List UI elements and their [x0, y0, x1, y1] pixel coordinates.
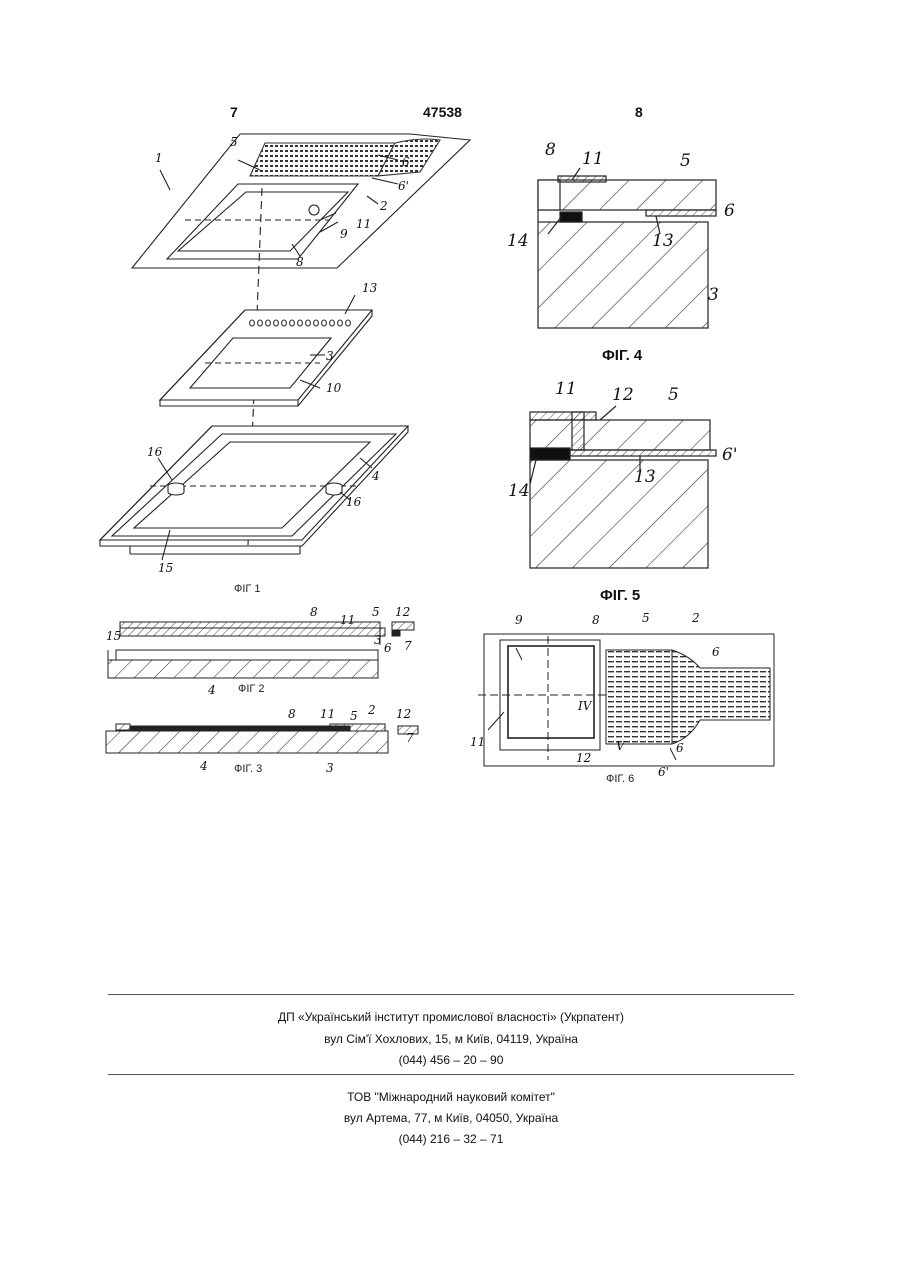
- figure-3: [106, 724, 418, 753]
- svg-text:8: 8: [545, 140, 556, 160]
- fig1-ref-16b: 16: [346, 495, 362, 509]
- svg-text:3: 3: [374, 633, 382, 647]
- fig1-ref-1: 1: [155, 151, 163, 165]
- svg-text:13: 13: [652, 231, 674, 251]
- svg-text:6: 6: [676, 741, 684, 755]
- svg-text:12: 12: [576, 751, 591, 765]
- fig1-ref-2: 2: [379, 199, 388, 213]
- svg-text:11: 11: [470, 735, 485, 749]
- fig1-caption: ФІГ 1: [234, 583, 261, 595]
- svg-text:6': 6': [658, 765, 669, 779]
- svg-text:7: 7: [404, 639, 412, 653]
- figure-4: [538, 168, 716, 328]
- svg-text:14: 14: [508, 481, 530, 501]
- svg-text:12: 12: [396, 707, 411, 721]
- svg-text:8: 8: [310, 605, 318, 619]
- figure-5: [530, 406, 716, 568]
- fig3-caption: ФІГ. 3: [234, 763, 262, 775]
- fig1-ref-16a: 16: [147, 445, 163, 459]
- svg-text:11: 11: [582, 149, 604, 169]
- svg-text:5: 5: [372, 605, 380, 619]
- svg-text:4: 4: [199, 759, 208, 773]
- footer-rule-middle: [108, 1074, 794, 1075]
- fig1-ref-5: 5: [230, 135, 238, 149]
- fig1-ref-6prime: 6': [398, 179, 409, 193]
- figure-2: [108, 622, 414, 678]
- fig1-ref-8: 8: [296, 255, 304, 269]
- fig1-ref-11: 11: [356, 217, 371, 231]
- svg-text:11: 11: [555, 379, 577, 399]
- fig4-caption: ФІГ. 4: [602, 347, 643, 364]
- svg-text:5: 5: [680, 151, 691, 171]
- svg-text:14: 14: [507, 231, 529, 251]
- footer-org2-address: вул Артема, 77, м Київ, 04050, Україна: [108, 1111, 794, 1125]
- svg-text:5: 5: [350, 709, 358, 723]
- svg-text:4: 4: [207, 683, 216, 697]
- footer-org1-phone: (044) 456 – 20 – 90: [108, 1053, 794, 1067]
- footer-org2-name: ТОВ "Міжнародний науковий комітет": [108, 1090, 794, 1104]
- svg-text:8: 8: [288, 707, 296, 721]
- svg-text:3: 3: [326, 761, 334, 775]
- footer-rule-top: [108, 994, 794, 995]
- svg-text:11: 11: [340, 613, 355, 627]
- footer-org2-phone: (044) 216 – 32 – 71: [108, 1132, 794, 1146]
- svg-text:6: 6: [384, 641, 392, 655]
- svg-text:8: 8: [592, 613, 600, 627]
- svg-text:7: 7: [406, 731, 414, 745]
- fig1-ref-4: 4: [371, 469, 380, 483]
- footer-org1-address: вул Сім'ї Хохлових, 15, м Київ, 04119, У…: [108, 1032, 794, 1046]
- svg-text:12: 12: [612, 385, 634, 405]
- svg-text:9: 9: [515, 613, 523, 627]
- fig2-caption: ФІГ 2: [238, 683, 265, 695]
- fig1-ref-9: 9: [340, 227, 348, 241]
- fig1-ref-15: 15: [158, 561, 173, 575]
- svg-text:2: 2: [367, 703, 376, 717]
- svg-text:6': 6': [722, 445, 738, 465]
- fig5-caption: ФІГ. 5: [600, 587, 640, 604]
- svg-text:15: 15: [106, 629, 121, 643]
- svg-text:2: 2: [691, 611, 700, 625]
- footer-org1-name: ДП «Український інститут промислової вла…: [108, 1010, 794, 1024]
- svg-text:6: 6: [712, 645, 720, 659]
- svg-text:3: 3: [708, 285, 719, 305]
- fig1-ref-13: 13: [362, 281, 378, 295]
- svg-text:11: 11: [320, 707, 335, 721]
- fig1-ref-6: 6: [402, 155, 410, 169]
- svg-text:13: 13: [634, 467, 656, 487]
- fig1-ref-10: 10: [326, 381, 342, 395]
- svg-text:5: 5: [642, 611, 650, 625]
- svg-text:5: 5: [668, 385, 679, 405]
- svg-text:12: 12: [395, 605, 410, 619]
- fig1-ref-3: 3: [326, 349, 334, 363]
- figure-1: [100, 134, 470, 560]
- svg-text:6: 6: [724, 201, 735, 221]
- figure-6: [478, 634, 774, 766]
- svg-text:V: V: [616, 739, 626, 753]
- svg-text:IV: IV: [577, 699, 593, 713]
- fig6-caption: ФІГ. 6: [606, 773, 634, 785]
